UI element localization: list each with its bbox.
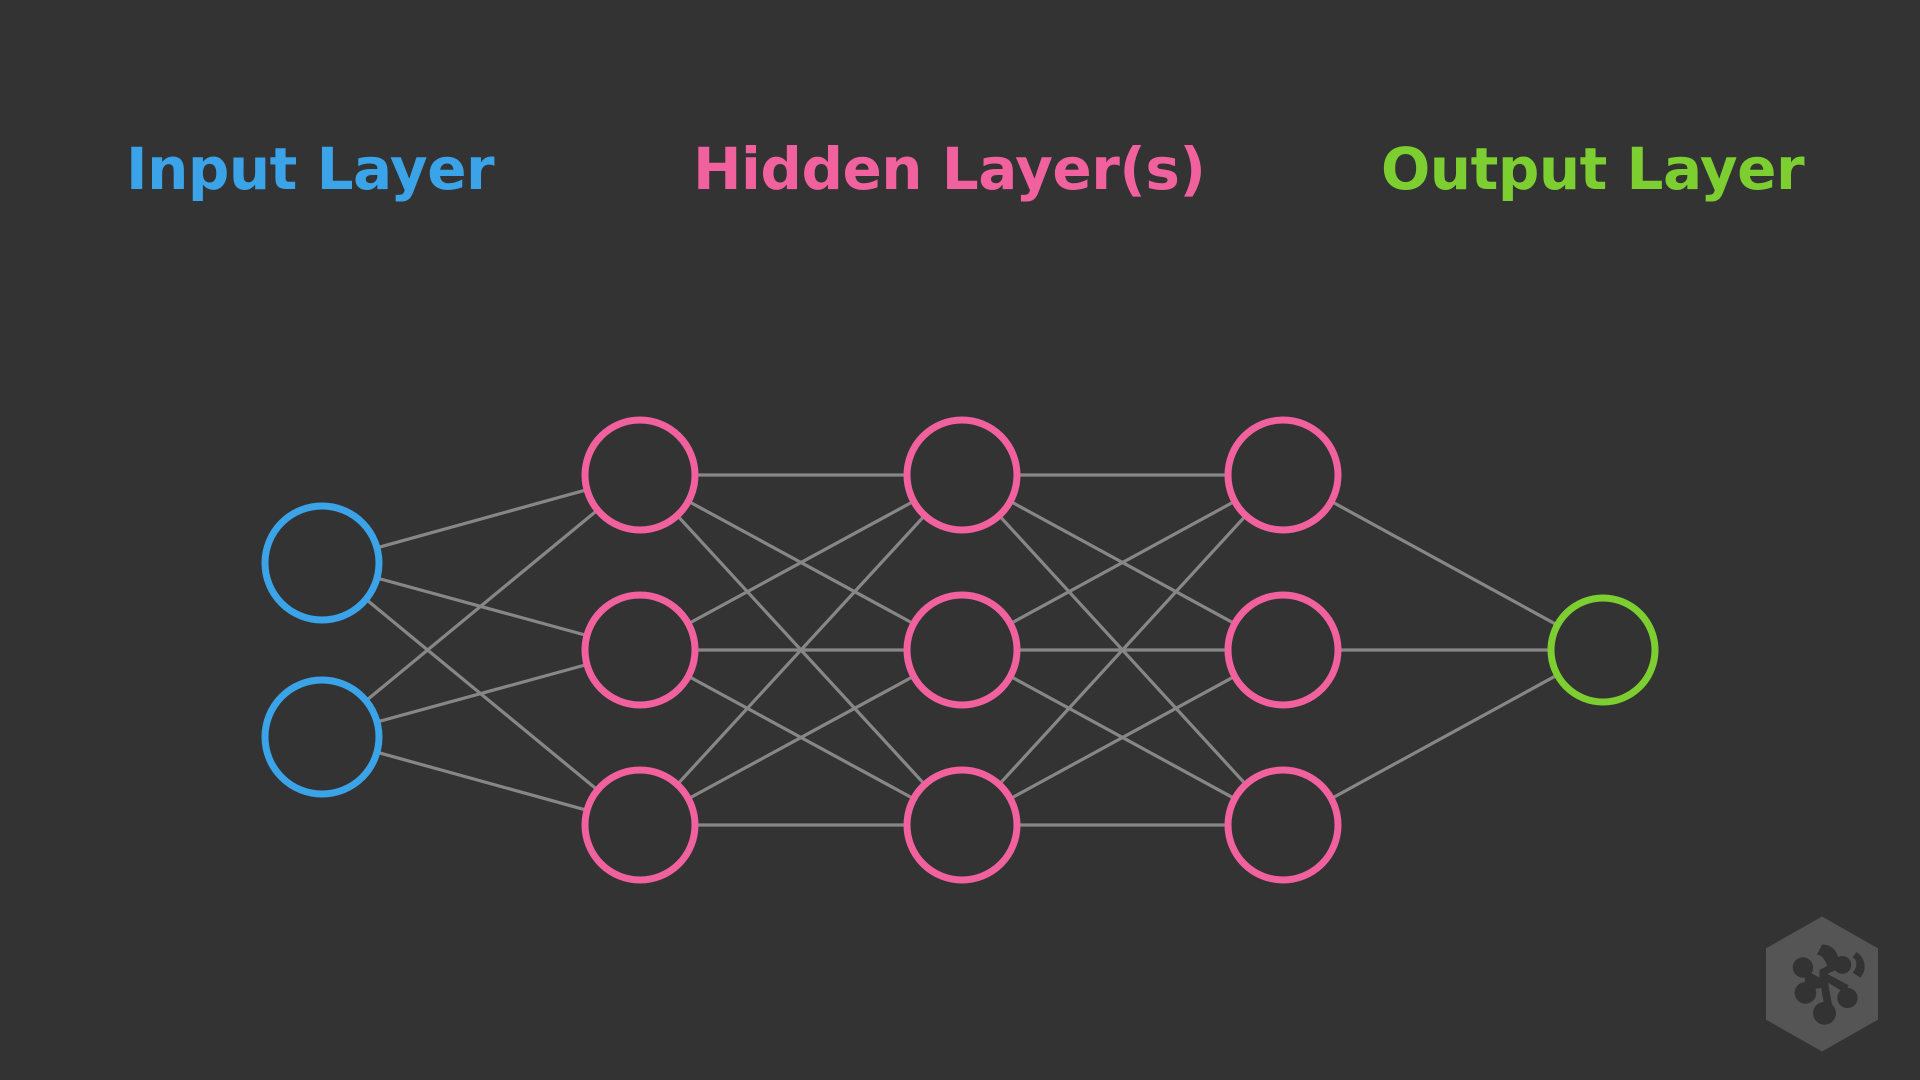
connection-edge xyxy=(364,508,599,702)
neuron-node-hidden-3-1 xyxy=(903,416,1021,534)
layer-label-hidden: Hidden Layer(s) xyxy=(693,135,1206,203)
layer-label-input: Input Layer xyxy=(126,135,495,203)
neuron-node-hidden-4-3 xyxy=(1224,766,1342,884)
neuron-node-output-5-1 xyxy=(1547,594,1659,706)
neuron-node-hidden-2-2 xyxy=(581,591,699,709)
connection-edge xyxy=(687,674,915,801)
neuron-node-hidden-2-3 xyxy=(581,766,699,884)
connection-edge xyxy=(1009,674,1236,801)
edge-group xyxy=(364,473,1559,827)
neuron-node-hidden-3-3 xyxy=(903,766,1021,884)
neuron-node-hidden-2-1 xyxy=(581,416,699,534)
layer-label-output: Output Layer xyxy=(1381,135,1805,203)
connection-edge xyxy=(687,499,915,626)
connection-edge xyxy=(376,488,588,550)
neuron-node-input-1-1 xyxy=(261,502,383,624)
layer-label-row: Input Layer Hidden Layer(s) Output Layer xyxy=(0,0,1920,260)
neuron-node-hidden-4-1 xyxy=(1224,416,1342,534)
node-group xyxy=(261,416,1659,884)
connection-edge xyxy=(1009,499,1236,626)
neuron-node-hidden-4-2 xyxy=(1224,591,1342,709)
connection-edge xyxy=(1330,673,1559,801)
connection-edge xyxy=(376,750,588,812)
neuron-node-input-1-2 xyxy=(261,676,383,798)
neuron-node-hidden-3-2 xyxy=(903,591,1021,709)
connection-edge xyxy=(997,514,1248,786)
connection-edge xyxy=(676,514,926,786)
connection-edge xyxy=(1330,499,1559,627)
connection-edge xyxy=(376,662,588,724)
